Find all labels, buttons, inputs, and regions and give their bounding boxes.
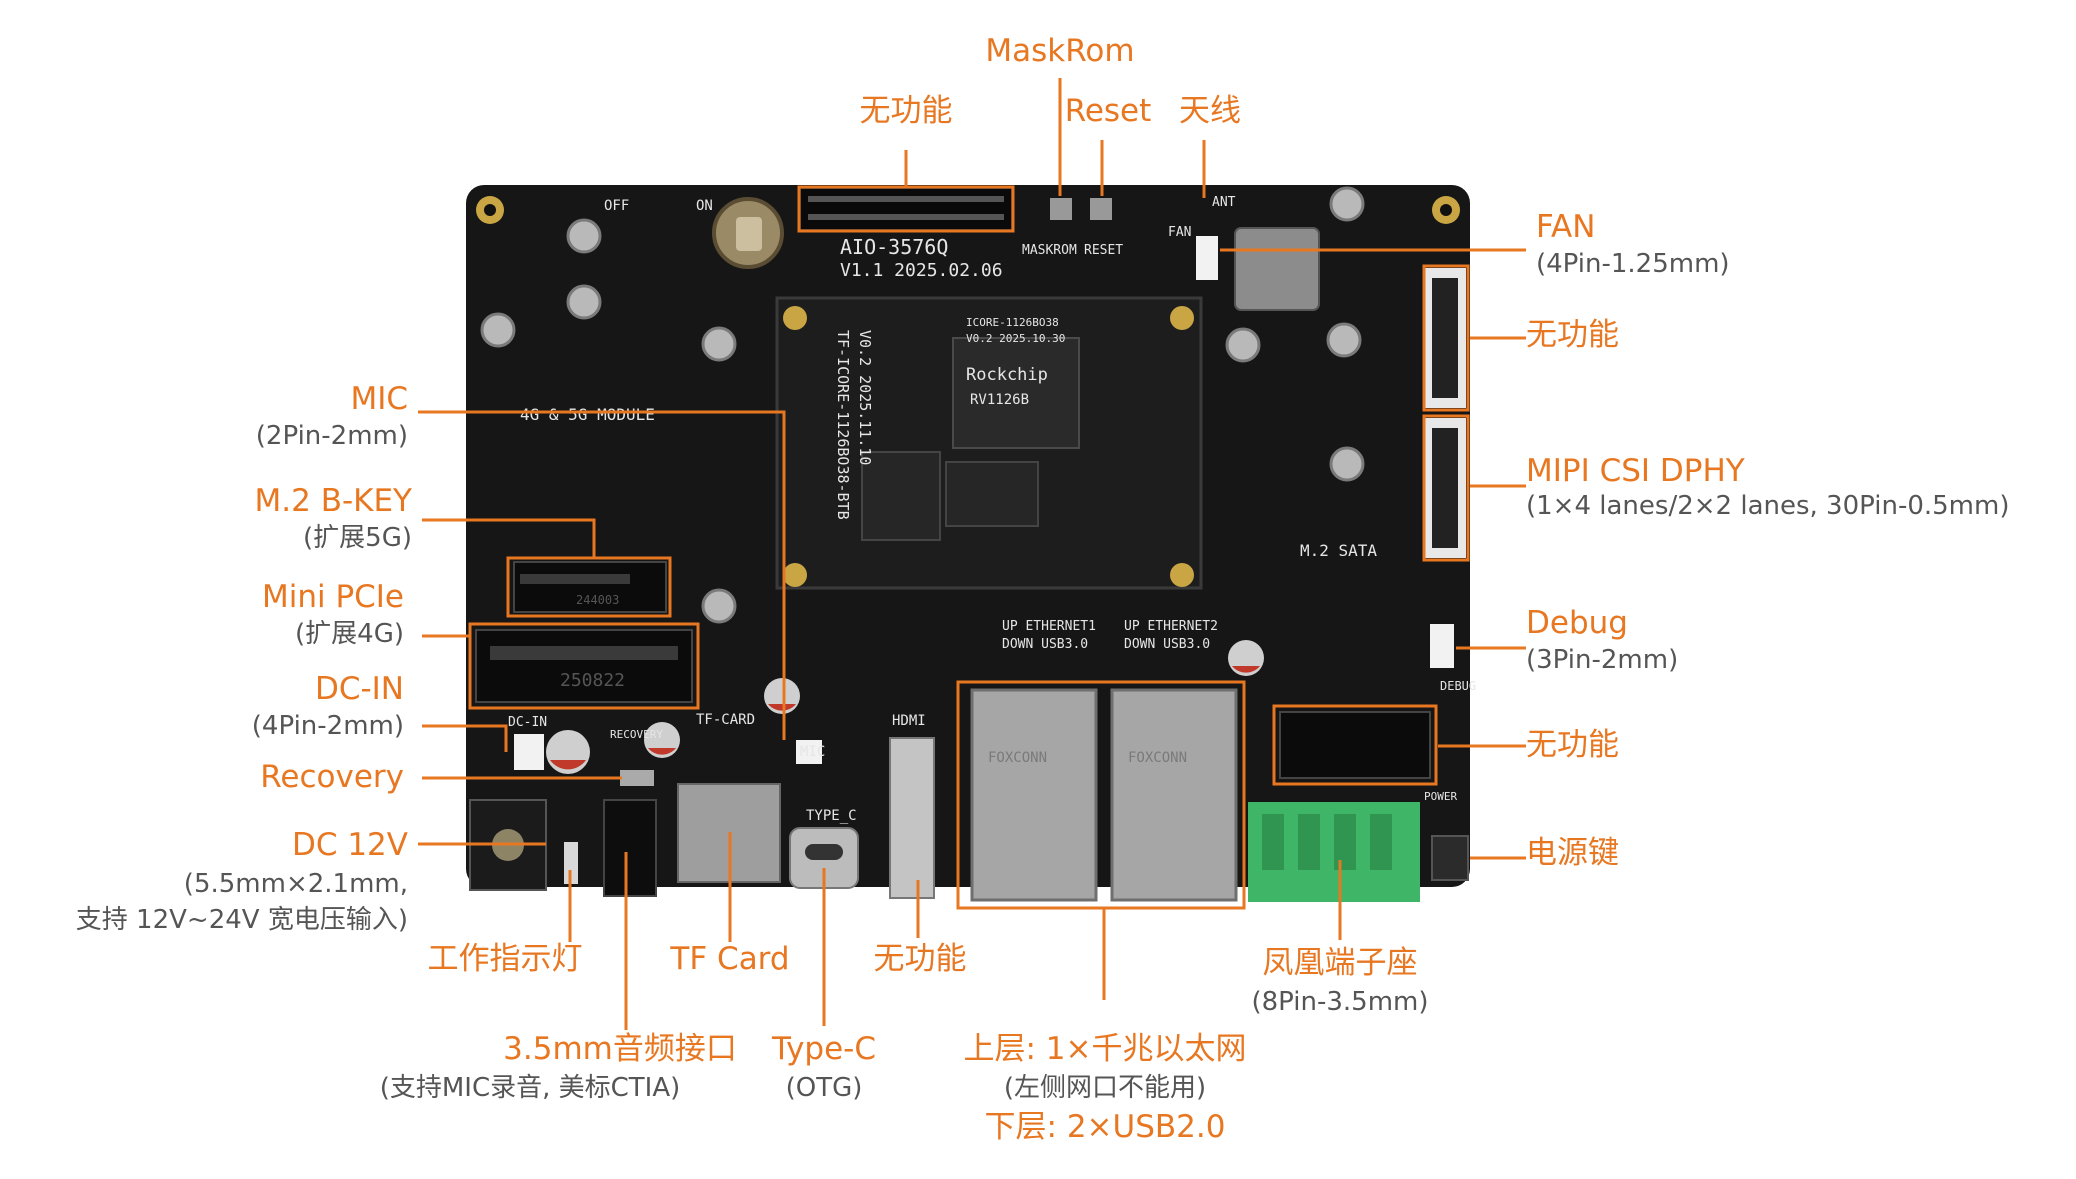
- rj45-port-1: [970, 688, 1098, 902]
- label-reset: Reset: [1064, 93, 1152, 129]
- label-no-function-right1: 无功能: [1526, 317, 1619, 353]
- label-dc-in-sub: (4Pin-2mm): [251, 711, 404, 741]
- label-debug: Debug: [1526, 605, 1628, 641]
- silk-hdmi: HDMI: [892, 713, 926, 729]
- silk-eth2-sub: DOWN USB3.0: [1124, 637, 1210, 652]
- silk-board-name: AIO-3576Q: [840, 235, 948, 259]
- label-type-c-sub: (OTG): [785, 1073, 863, 1103]
- label-phoenix: 凤凰端子座: [1262, 945, 1418, 981]
- silk-fan: FAN: [1168, 225, 1191, 240]
- label-tf-card: TF Card: [670, 941, 790, 977]
- silk-tf-card: TF-CARD: [696, 712, 755, 728]
- silk-rj45-brand-1: FOXCONN: [988, 750, 1047, 766]
- silk-mic: MIC: [800, 744, 825, 760]
- label-mipi-csi: MIPI CSI DPHY: [1526, 453, 1745, 489]
- silk-chip-brand: Rockchip: [966, 365, 1048, 385]
- dc-in-connector: [514, 734, 544, 770]
- label-ethernet: 上层: 1×千兆以太网: [963, 1031, 1247, 1067]
- power-key: [1431, 835, 1469, 881]
- label-antenna: 天线: [1179, 93, 1241, 129]
- silk-m2b-code: 244003: [576, 593, 619, 607]
- silk-maskrom: MASKROM: [1022, 243, 1077, 258]
- label-ethernet-sub: (左侧网口不能用): [1003, 1073, 1207, 1103]
- silk-off: OFF: [604, 198, 629, 214]
- silk-debug: DEBUG: [1440, 679, 1476, 693]
- label-dc12v-sub2: 支持 12V~24V 宽电压输入): [75, 905, 408, 935]
- label-mic-sub: (2Pin-2mm): [255, 421, 408, 451]
- label-dc12v-sub: (5.5mm×2.1mm,: [183, 869, 408, 899]
- silk-eth1-sub: DOWN USB3.0: [1002, 637, 1088, 652]
- mini-pcie-slot: [475, 629, 693, 703]
- silk-core-small-code: ICORE-1126BO38: [966, 316, 1059, 329]
- label-recovery: Recovery: [260, 759, 404, 795]
- silk-eth1: UP ETHERNET1: [1002, 619, 1096, 634]
- capacitors: [546, 640, 1264, 774]
- rj45-port-2: [1110, 688, 1238, 902]
- recovery-button: [620, 770, 654, 786]
- fan-connector: [1196, 236, 1218, 280]
- silk-core-small-version: V0.2 2025.10.30: [966, 332, 1065, 345]
- gpio-header: [799, 187, 1013, 231]
- silk-ant: ANT: [1212, 195, 1236, 210]
- audio-jack: [603, 799, 657, 897]
- callout-boxes: [468, 185, 1470, 910]
- maskrom-switch: [1050, 198, 1072, 220]
- memory-chip: [945, 461, 1039, 527]
- mic-connector: [796, 740, 822, 764]
- m2-sata-slot: [1279, 711, 1431, 779]
- debug-connector: [1430, 624, 1454, 668]
- label-debug-sub: (3Pin-2mm): [1526, 645, 1679, 675]
- silk-board-version: V1.1 2025.02.06: [840, 260, 1003, 281]
- silk-eth2: UP ETHERNET2: [1124, 619, 1218, 634]
- silk-m2-sata: M.2 SATA: [1300, 541, 1377, 560]
- silk-dc-in: DC-IN: [508, 715, 547, 730]
- wifi-module: [1234, 227, 1320, 311]
- work-led: [564, 842, 578, 884]
- silk-module: 4G & 5G MODULE: [520, 405, 655, 424]
- silk-type-c: TYPE_C: [806, 808, 857, 824]
- label-no-function-right2: 无功能: [1526, 727, 1619, 763]
- label-work-led: 工作指示灯: [427, 941, 583, 977]
- silk-minipcie-code: 250822: [560, 670, 625, 691]
- label-mipi-csi-sub: (1×4 lanes/2×2 lanes, 30Pin-0.5mm): [1526, 491, 2010, 521]
- label-mini-pcie-sub: (扩展4G): [295, 619, 404, 649]
- label-no-function-top: 无功能: [859, 93, 953, 129]
- standoffs: [480, 186, 1365, 624]
- silk-chip-model: RV1126B: [970, 392, 1029, 408]
- silk-rj45-brand-2: FOXCONN: [1128, 750, 1187, 766]
- label-phoenix-sub: (8Pin-3.5mm): [1251, 987, 1429, 1017]
- label-mini-pcie: Mini PCIe: [261, 579, 404, 615]
- label-audio: 3.5mm音频接口: [503, 1031, 737, 1067]
- silk-core-code: TF-ICORE-1126BO38-BTB: [834, 330, 852, 520]
- leader-lines: [418, 78, 1526, 1030]
- label-m2-bkey: M.2 B-KEY: [254, 483, 412, 519]
- silk-reset: RESET: [1084, 243, 1123, 258]
- emmc-chip: [861, 451, 941, 541]
- label-dc12v: DC 12V: [291, 827, 408, 863]
- silk-core-version: V0.2 2025.11.10: [856, 330, 874, 465]
- label-maskrom: MaskRom: [985, 33, 1135, 69]
- label-mic: MIC: [350, 381, 408, 417]
- label-power-key: 电源键: [1526, 835, 1619, 871]
- m2-bkey-slot: [513, 561, 667, 613]
- silk-recovery: RECOVERY: [610, 728, 663, 741]
- silk-on: ON: [696, 198, 713, 214]
- silk-power: POWER: [1424, 790, 1457, 803]
- reset-switch: [1090, 198, 1112, 220]
- label-dc-in: DC-IN: [314, 671, 404, 707]
- label-audio-sub: (支持MIC录音, 美标CTIA): [379, 1073, 681, 1103]
- hdmi-port: [889, 737, 935, 899]
- label-fan: FAN: [1536, 209, 1596, 245]
- label-type-c: Type-C: [771, 1031, 877, 1067]
- label-no-function-bottom: 无功能: [873, 941, 967, 977]
- label-ethernet-usb: 下层: 2×USB2.0: [984, 1109, 1226, 1145]
- label-m2-bkey-sub: (扩展5G): [303, 523, 412, 553]
- soc-chip: [952, 337, 1080, 449]
- label-fan-sub: (4Pin-1.25mm): [1536, 249, 1730, 279]
